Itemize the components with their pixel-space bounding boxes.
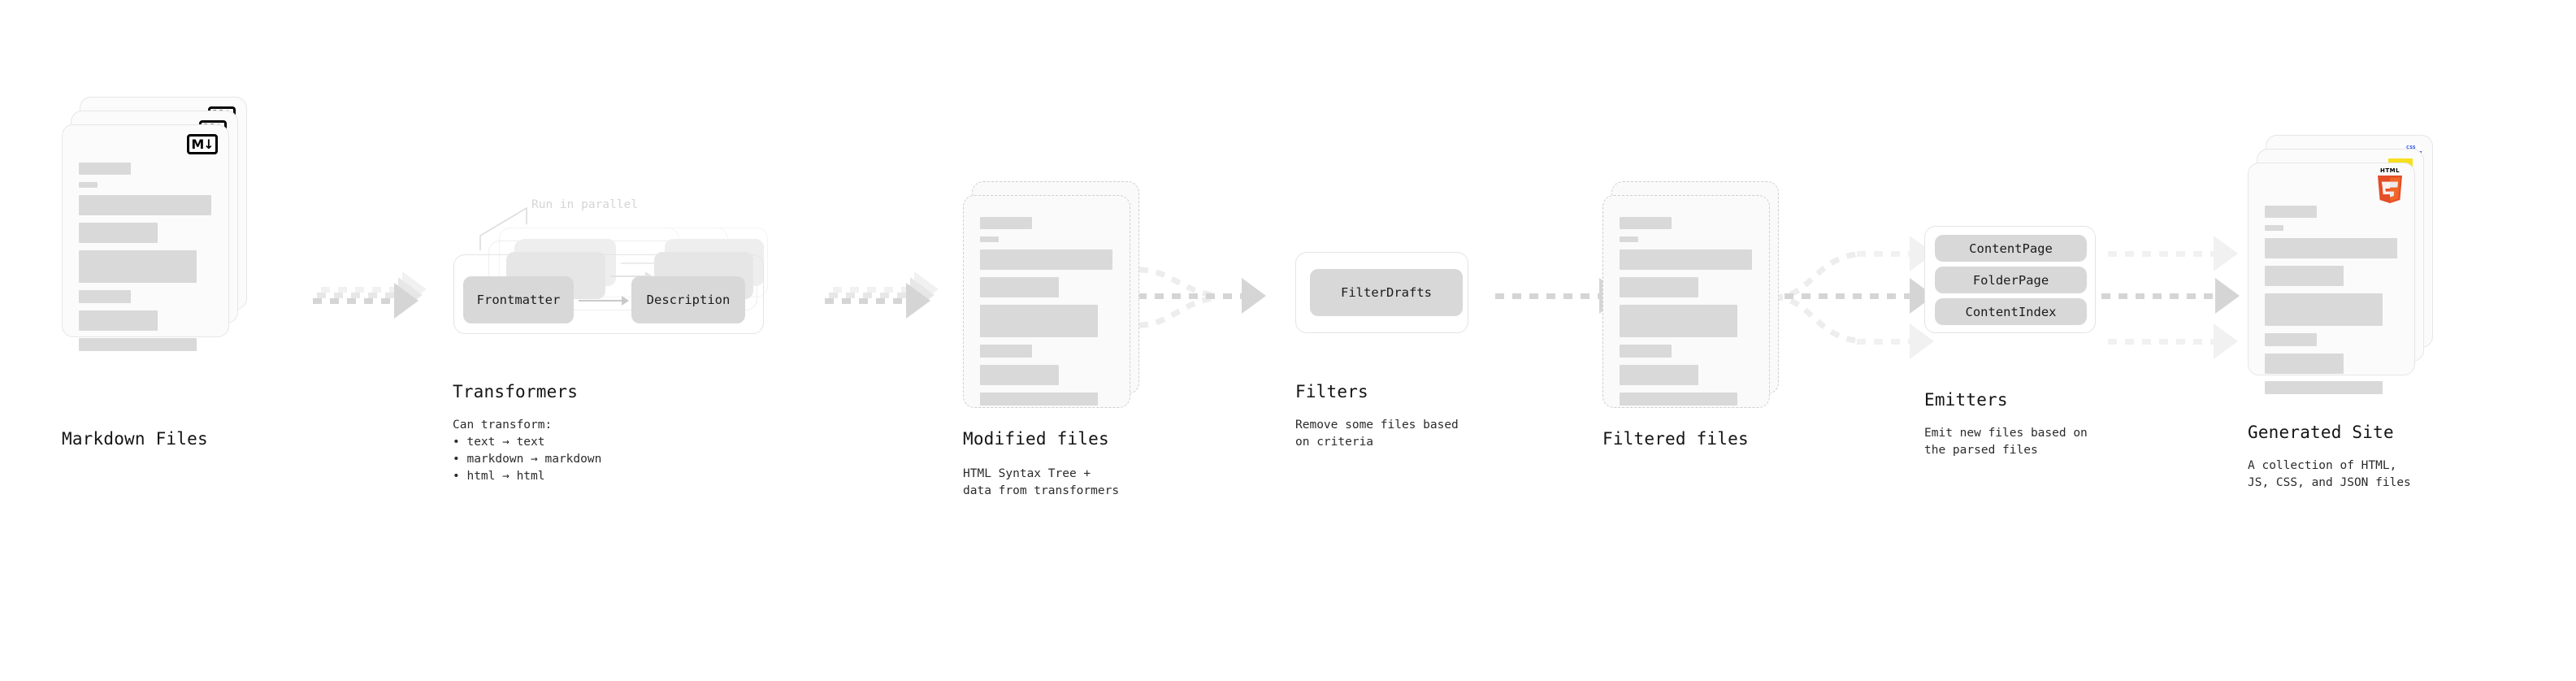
emitter-chip-folderpage[interactable]: FolderPage [1935,267,2087,293]
skeleton-bar [980,249,1112,270]
skeleton-bar [1620,305,1737,337]
skeleton-bar [980,217,1032,229]
generated-site-sheet-html: HTML [2248,163,2415,394]
skeleton-bar [980,365,1059,385]
skeleton-bar [79,338,197,351]
transformers-group-front [453,254,764,334]
markdown-files-card-stack: M↓ M↓ M↓ [62,97,247,352]
skeleton-bar [2265,333,2317,346]
markdown-files-title: Markdown Files [62,429,208,449]
run-in-parallel-label: Run in parallel [531,198,638,211]
skeleton-bar [1620,365,1698,385]
emitter-chip-label: ContentPage [1969,241,2053,256]
emitters-title: Emitters [1924,390,2008,410]
skeleton-content [1620,217,1754,413]
skeleton-bar [2265,381,2383,394]
markdown-icon: M↓ [187,134,218,154]
skeleton-bar [2265,293,2383,326]
skeleton-bar [980,305,1098,337]
generated-site-card-stack: CSS HTML [2248,135,2433,394]
filters-title: Filters [1295,382,1368,401]
filtered-files-sheet-front [1602,195,1770,408]
skeleton-bar [79,310,158,331]
skeleton-bar [1620,277,1698,297]
transformer-chip-frontmatter[interactable]: Frontmatter [463,276,574,323]
emitter-chip-contentpage[interactable]: ContentPage [1935,235,2087,262]
skeleton-content [2265,206,2400,401]
skeleton-bar [2265,238,2397,258]
filters-group: FilterDrafts [1295,252,1468,333]
skeleton-content [980,217,1115,413]
transformer-inner-arrow-front [579,296,629,306]
modified-files-sheet-front [963,195,1130,408]
skeleton-bar [980,236,999,242]
transformer-chip-label: Description [646,293,731,307]
skeleton-bar [79,182,98,188]
skeleton-bar [2265,225,2283,231]
filtered-files-card-stack [1602,181,1779,423]
generated-site-title: Generated Site [2248,423,2394,442]
filtered-files-title: Filtered files [1602,429,1749,449]
skeleton-bar [2265,266,2344,286]
skeleton-content [79,163,214,358]
skeleton-bar [79,250,197,283]
transformer-chip-description[interactable]: Description [631,276,745,323]
run-in-parallel-bracket [479,206,527,250]
skeleton-bar [79,223,158,243]
skeleton-bar [79,195,211,215]
modified-files-description: HTML Syntax Tree +data from transformers [963,467,1120,497]
markdown-files-sheet-front: M↓ [62,124,229,351]
modified-files-card-stack [963,181,1139,423]
emitter-chip-label: FolderPage [1972,272,2049,288]
skeleton-bar [2265,354,2344,374]
emitters-group: ContentPage FolderPage ContentIndex [1924,226,2096,333]
skeleton-bar [1620,236,1638,242]
skeleton-bar [1620,345,1672,358]
emitter-chip-contentindex[interactable]: ContentIndex [1935,298,2087,325]
transformers-title: Transformers [453,382,579,401]
skeleton-bar [2265,206,2317,218]
skeleton-bar [1620,249,1752,270]
transformers-description: Can transform: • text → text • markdown … [453,419,602,483]
emitter-chip-label: ContentIndex [1965,304,2057,319]
skeleton-bar [980,277,1059,297]
skeleton-bar [1620,393,1737,406]
transformer-chip-label: Frontmatter [476,293,561,307]
skeleton-bar [980,393,1098,406]
html5-icon: HTML [2376,167,2404,203]
split-curves [1773,250,1866,345]
modified-files-title: Modified files [963,429,1109,449]
skeleton-bar [1620,217,1672,229]
filter-chip-label: FilterDrafts [1341,285,1432,300]
skeleton-bar [980,345,1032,358]
skeleton-bar [79,163,131,175]
skeleton-bar [79,290,131,303]
generated-site-description: A collection of HTML,JS, CSS, and JSON f… [2248,459,2411,489]
filter-chip-filterdrafts[interactable]: FilterDrafts [1310,269,1463,316]
